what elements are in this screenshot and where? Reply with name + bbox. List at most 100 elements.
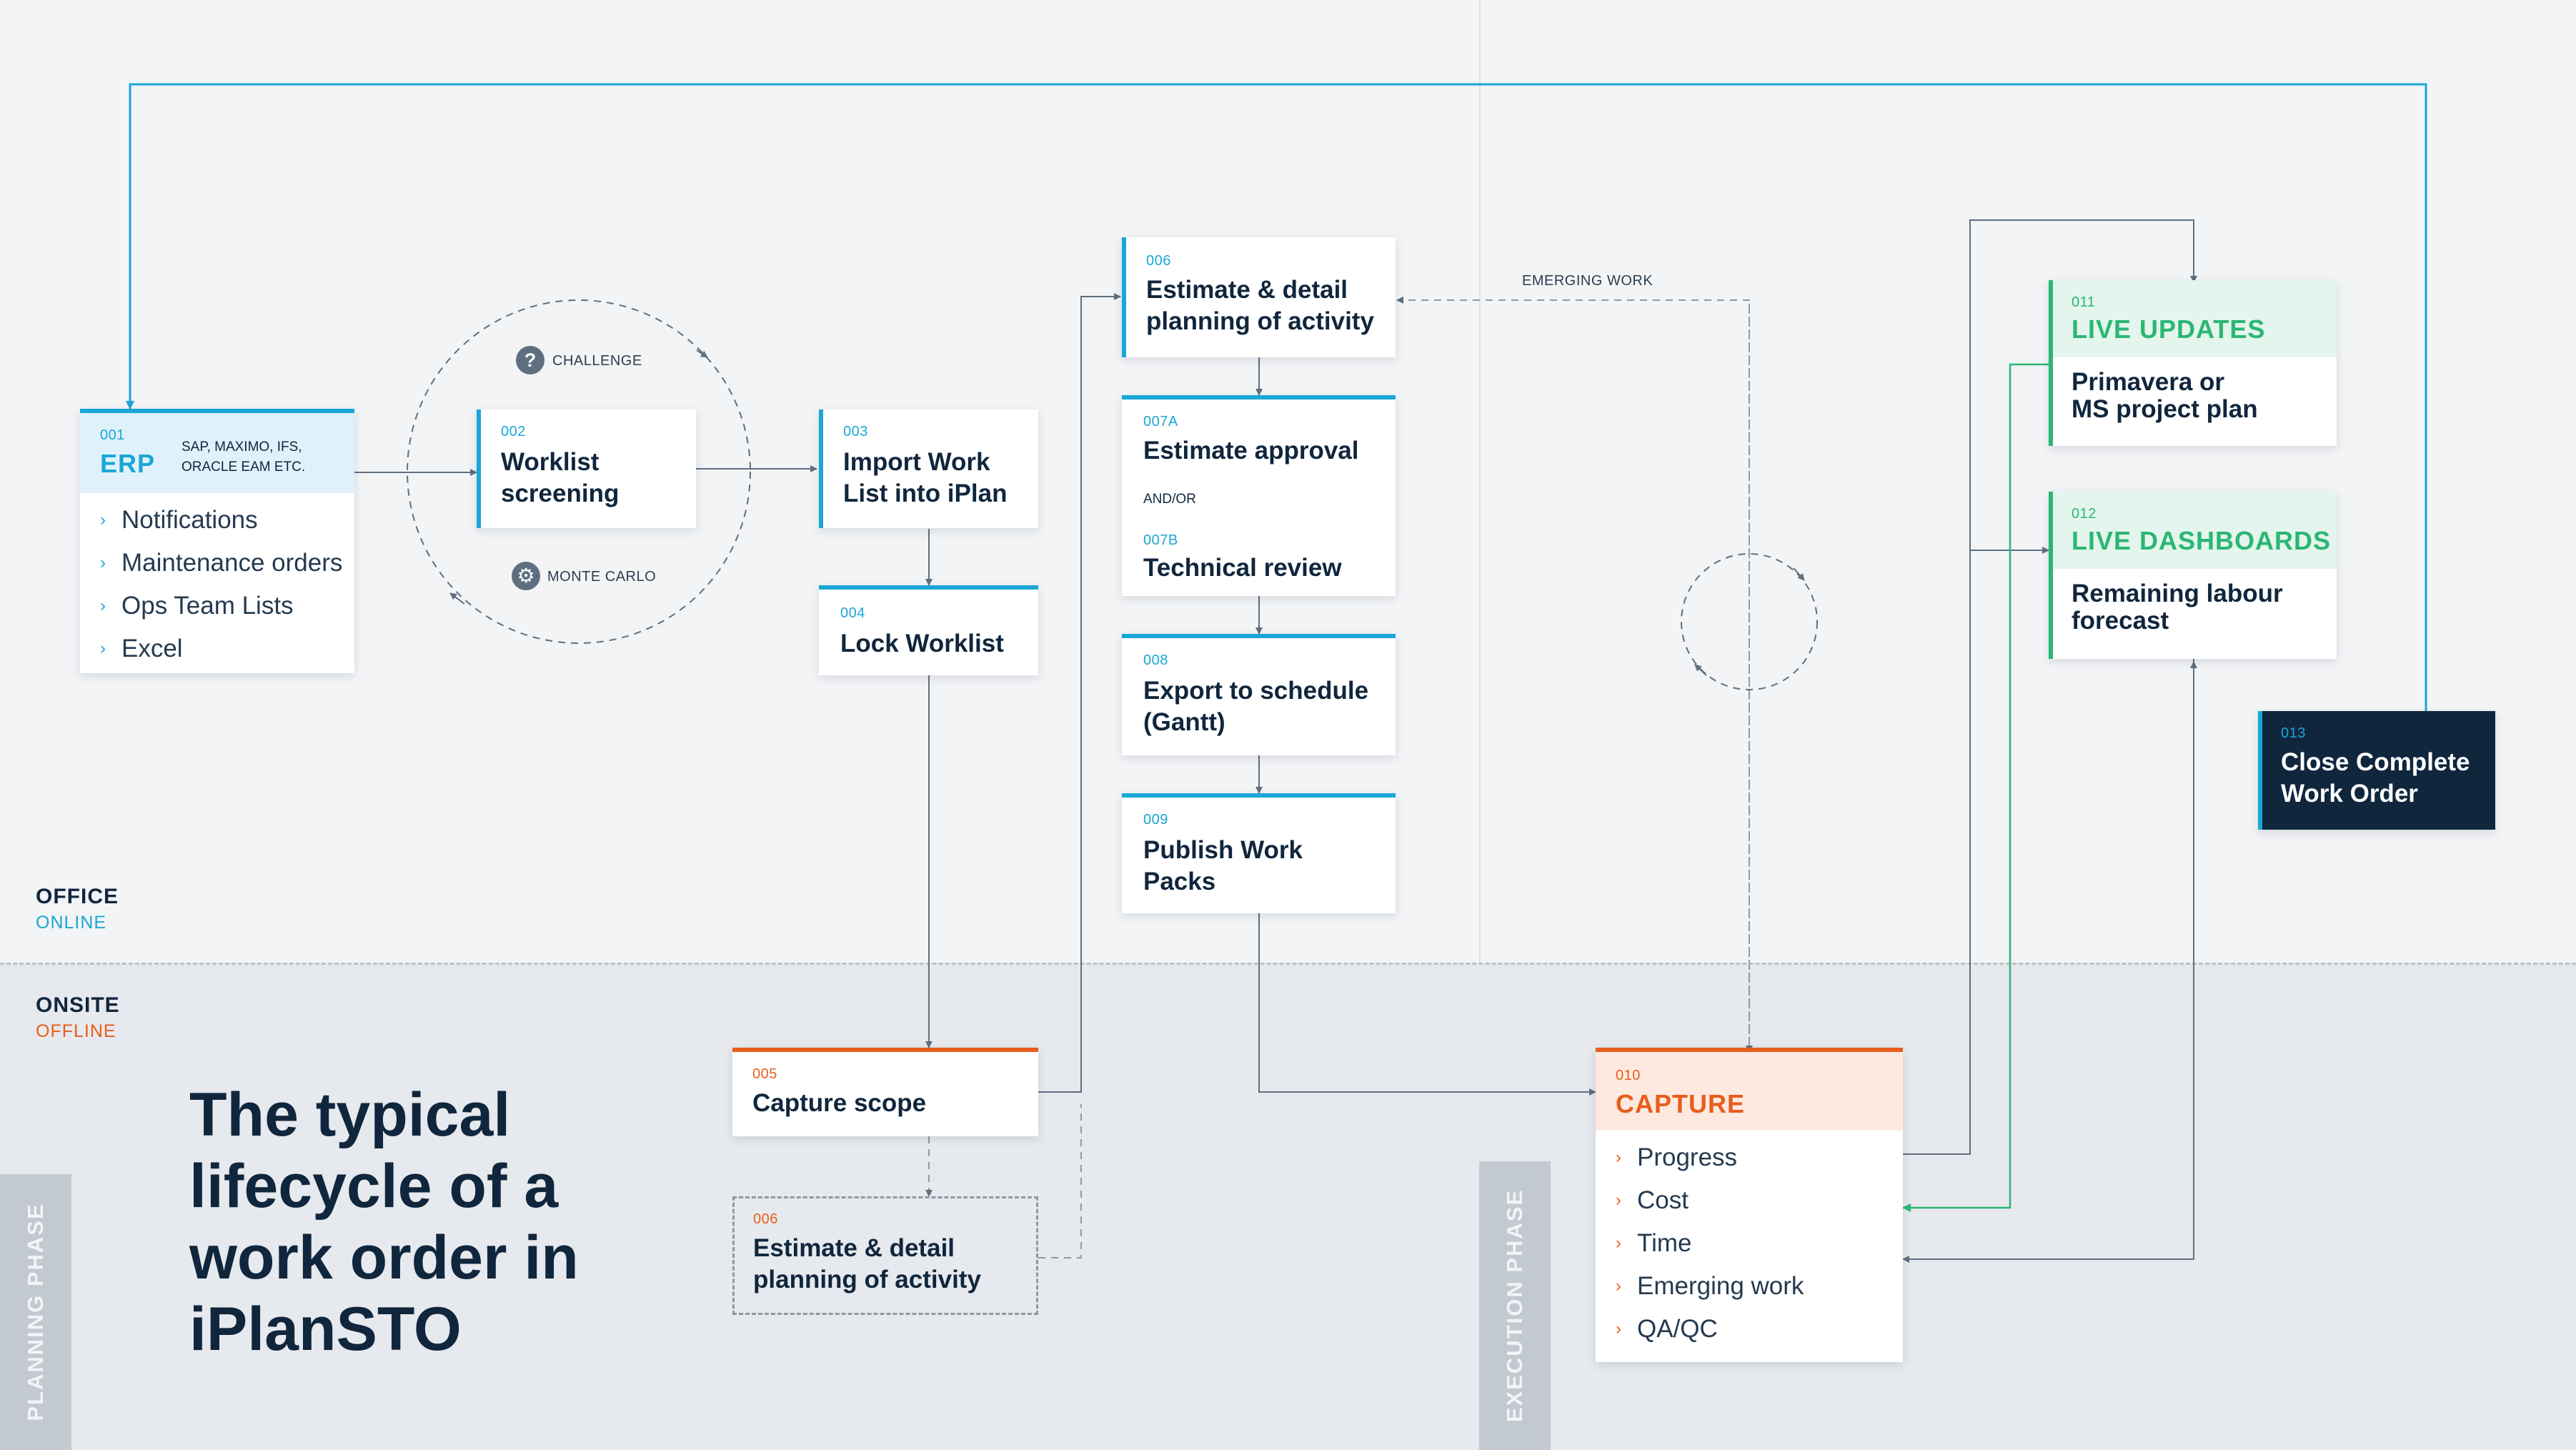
- erp-header: [80, 413, 354, 493]
- arrow-live-updates-capture: [1902, 363, 2049, 1212]
- export-title-1: Export to schedule: [1143, 677, 1369, 705]
- list-item: ›Time: [1616, 1222, 1804, 1265]
- dashed-estimate-onsite-link: [1038, 1104, 1082, 1258]
- list-item: ›Ops Team Lists: [100, 585, 342, 627]
- worklist-screening-node[interactable]: 002 Worklist screening: [477, 409, 696, 528]
- planning-phase-label: PLANNING PHASE: [23, 1203, 48, 1421]
- challenge-label: CHALLENGE: [552, 353, 642, 369]
- list-item: ›Emerging work: [1616, 1265, 1804, 1308]
- list-item: ›QA/QC: [1616, 1308, 1804, 1351]
- import-number: 003: [843, 424, 868, 440]
- live-dashboards-node[interactable]: 012 LIVE DASHBOARDS Remaining labour for…: [2049, 492, 2337, 659]
- list-item: ›Progress: [1616, 1136, 1804, 1179]
- chevron-right-icon: ›: [100, 639, 106, 658]
- list-item: ›Notifications: [100, 499, 342, 542]
- chevron-right-icon: ›: [100, 553, 106, 572]
- execution-phase-label: EXECUTION PHASE: [1502, 1188, 1527, 1423]
- erp-systems-2: ORACLE EAM ETC.: [181, 460, 306, 475]
- screening-title-2: screening: [501, 480, 620, 507]
- capture-scope-number: 005: [752, 1066, 777, 1082]
- publish-packs-node[interactable]: 009 Publish Work Packs: [1122, 793, 1396, 913]
- estimate-title-2: planning of activity: [1146, 307, 1374, 335]
- chevron-right-icon: ›: [1616, 1233, 1621, 1253]
- emerging-cycle-arrow-bottom: [1694, 664, 1707, 676]
- live-dashboards-line-1: Remaining labour: [2072, 580, 2283, 607]
- publish-title-1: Publish Work: [1143, 836, 1303, 864]
- arrow-publish-capture: [1258, 913, 1596, 1096]
- live-updates-line-1: Primavera or: [2072, 368, 2225, 396]
- export-number: 008: [1143, 652, 1168, 668]
- arrow-dashboards-capture: [1902, 659, 2194, 1263]
- live-dashboards-line-2: forecast: [2072, 607, 2169, 635]
- import-title-2: List into iPlan: [843, 480, 1008, 507]
- page-headline: The typical lifecycle of a work order in…: [189, 1081, 579, 1364]
- review-title: Technical review: [1143, 554, 1342, 582]
- close-work-order-node[interactable]: 013 Close Complete Work Order: [2258, 711, 2495, 830]
- live-updates-node[interactable]: 011 LIVE UPDATES Primavera or MS project…: [2049, 280, 2337, 446]
- chevron-right-icon: ›: [1616, 1276, 1621, 1296]
- onsite-label: ONSITE: [36, 993, 120, 1017]
- live-updates-header: [2053, 280, 2337, 357]
- live-dashboards-header: [2053, 492, 2337, 569]
- live-dashboards-title: LIVE DASHBOARDS: [2072, 526, 2332, 555]
- arrow-emerging-work: [1396, 297, 1750, 1047]
- capture-node[interactable]: 010 CAPTURE ›Progress ›Cost ›Time ›Emerg…: [1596, 1048, 1903, 1362]
- phase-divider: [1479, 0, 1481, 963]
- chevron-right-icon: ›: [100, 510, 106, 530]
- office-label: OFFICE: [36, 885, 119, 908]
- export-title-2: (Gantt): [1143, 708, 1225, 736]
- emerging-work-label: EMERGING WORK: [1522, 273, 1653, 289]
- emerging-cycle-arrow-top: [1793, 567, 1805, 581]
- loop-close-to-erp: [126, 83, 2427, 711]
- erp-number: 001: [100, 427, 125, 443]
- publish-number: 009: [1143, 812, 1168, 828]
- monte-carlo-label: MONTE CARLO: [547, 569, 657, 585]
- list-item: ›Maintenance orders: [100, 542, 342, 585]
- live-updates-number: 011: [2072, 294, 2096, 310]
- review-number: 007B: [1143, 532, 1178, 548]
- capture-scope-title: Capture scope: [752, 1089, 927, 1117]
- list-item: ›Excel: [100, 627, 342, 670]
- estimate-onsite-title-1: Estimate & detail: [753, 1234, 955, 1262]
- question-icon: ?: [516, 346, 544, 374]
- lock-title: Lock Worklist: [840, 630, 1004, 657]
- estimate-number: 006: [1146, 253, 1171, 269]
- emerging-cycle: [1681, 553, 1818, 690]
- capture-number: 010: [1616, 1068, 1641, 1083]
- approval-title: Estimate approval: [1143, 437, 1359, 465]
- online-offline-divider: [0, 963, 2576, 965]
- live-updates-title: LIVE UPDATES: [2072, 314, 2266, 344]
- publish-title-2: Packs: [1143, 868, 1216, 895]
- gear-icon: ⚙: [512, 562, 540, 590]
- erp-node[interactable]: 001 ERP SAP, MAXIMO, IFS, ORACLE EAM ETC…: [80, 409, 354, 673]
- lock-worklist-node[interactable]: 004 Lock Worklist: [819, 585, 1038, 675]
- import-worklist-node[interactable]: 003 Import Work List into iPlan: [819, 409, 1038, 528]
- estimate-onsite-title-2: planning of activity: [753, 1266, 981, 1293]
- chevron-right-icon: ›: [1616, 1148, 1621, 1167]
- list-item: ›Cost: [1616, 1179, 1804, 1222]
- and-or-label: AND/OR: [1143, 492, 1196, 507]
- import-title-1: Import Work: [843, 448, 990, 476]
- erp-systems-1: SAP, MAXIMO, IFS,: [181, 440, 302, 455]
- cycle-arrow-top: [696, 349, 708, 358]
- onsite-zone: [0, 963, 2576, 1450]
- chevron-right-icon: ›: [1616, 1191, 1621, 1210]
- approval-number: 007A: [1143, 414, 1178, 429]
- chevron-right-icon: ›: [1616, 1319, 1621, 1339]
- capture-metrics-list: ›Progress ›Cost ›Time ›Emerging work ›QA…: [1616, 1136, 1804, 1351]
- capture-header: [1596, 1052, 1903, 1131]
- lock-number: 004: [840, 605, 865, 621]
- screening-title-1: Worklist: [501, 448, 600, 476]
- approval-review-node[interactable]: 007A Estimate approval AND/OR 007B Techn…: [1122, 395, 1396, 596]
- estimate-planning-node[interactable]: 006 Estimate & detail planning of activi…: [1122, 237, 1396, 357]
- erp-sources-list: ›Notifications ›Maintenance orders ›Ops …: [100, 499, 342, 670]
- offline-label: OFFLINE: [36, 1021, 116, 1041]
- arrow-capture-scope-estimate: [1038, 293, 1121, 1093]
- chevron-right-icon: ›: [100, 596, 106, 615]
- capture-scope-node[interactable]: 005 Capture scope: [732, 1048, 1038, 1136]
- capture-title: CAPTURE: [1616, 1089, 1746, 1118]
- export-schedule-node[interactable]: 008 Export to schedule (Gantt): [1122, 634, 1396, 755]
- estimate-onsite-node[interactable]: 006 Estimate & detail planning of activi…: [732, 1196, 1038, 1315]
- estimate-onsite-number: 006: [753, 1211, 778, 1227]
